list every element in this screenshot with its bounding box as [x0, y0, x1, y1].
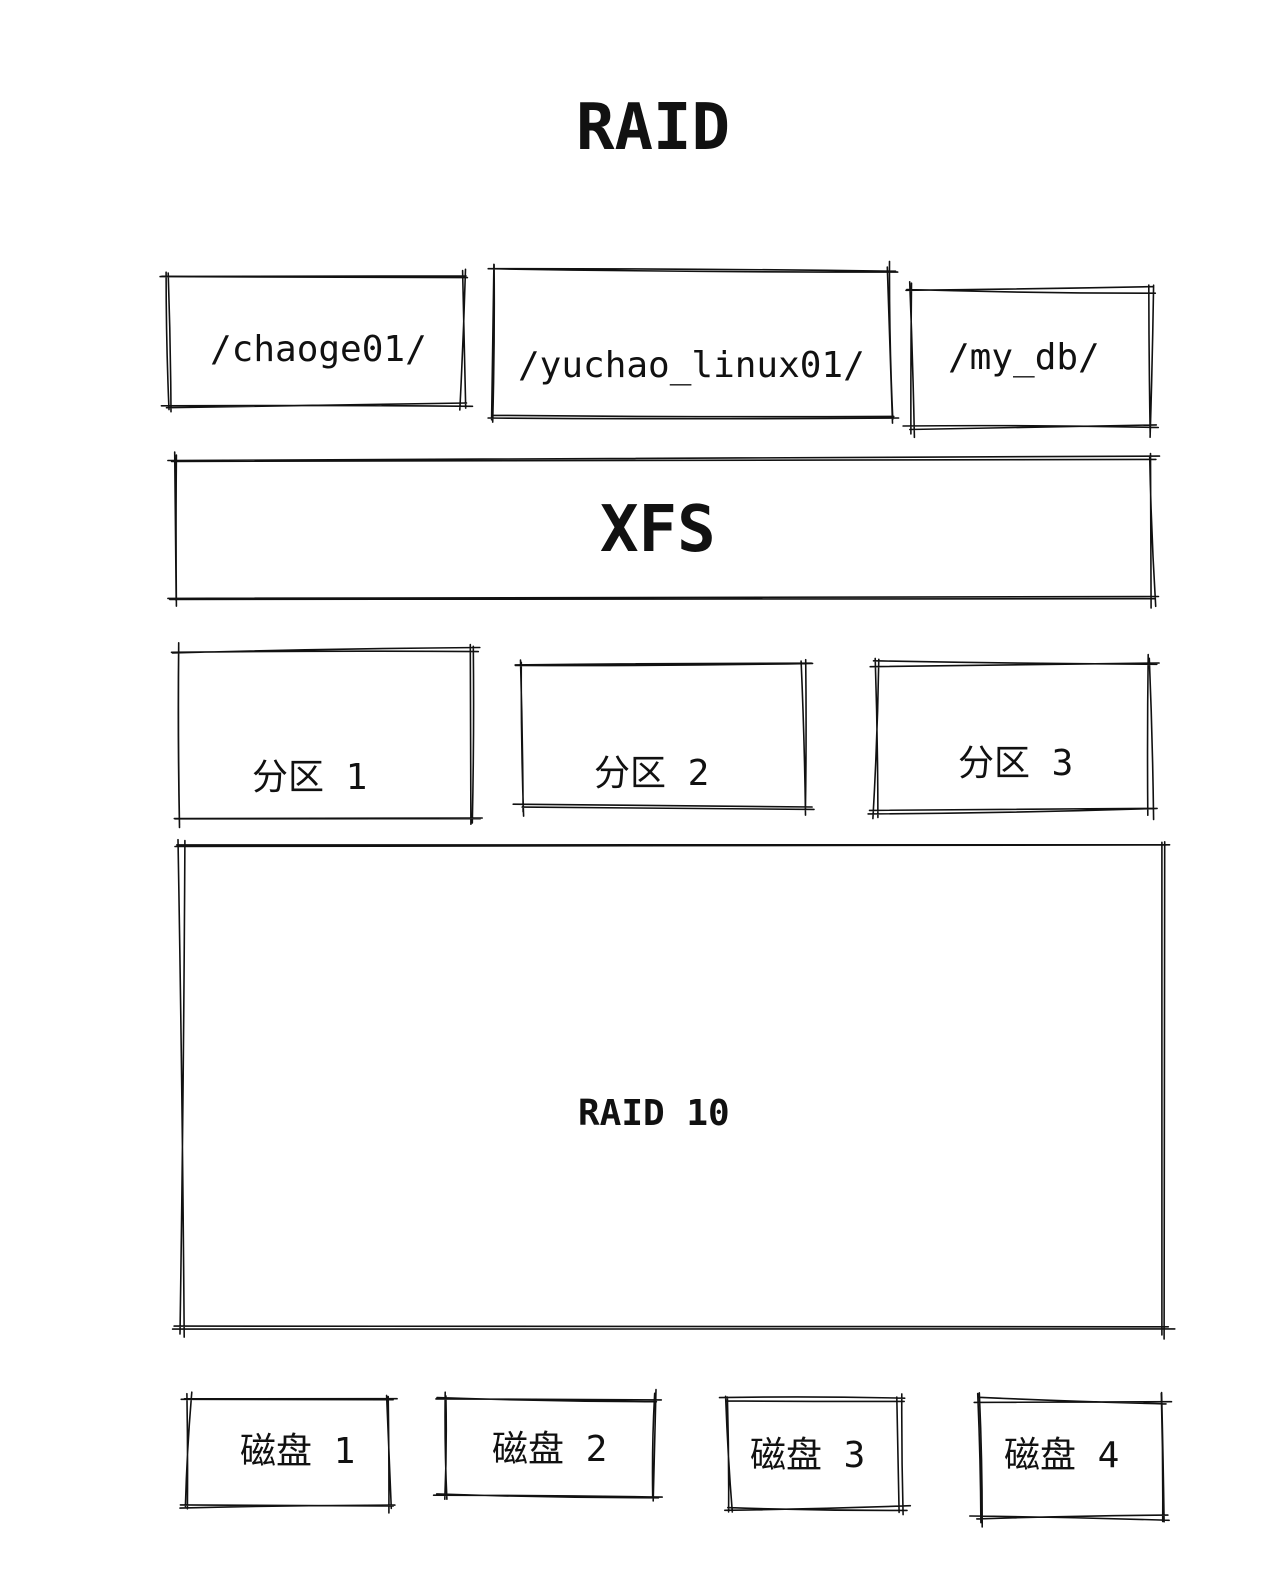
directory-chaoge01-box: [159, 268, 474, 413]
disk-1-label: 磁盘 1: [240, 1431, 356, 1472]
disk-2-label: 磁盘 2: [492, 1429, 608, 1470]
partition-3-label: 分区 3: [958, 743, 1074, 784]
disk-4-label: 磁盘 4: [1004, 1435, 1120, 1476]
disk-4-box: [969, 1391, 1173, 1528]
diagram-title: RAID: [575, 91, 731, 165]
filesystem-xfs-label: XFS: [600, 493, 716, 567]
disk-3-label: 磁盘 3: [750, 1435, 866, 1476]
partition-2-box: [512, 658, 815, 817]
raid10-box: [171, 838, 1176, 1340]
directory-my-db-label: /my_db/: [948, 337, 1100, 378]
disk-3-box: [718, 1393, 912, 1516]
disk-2-box: [432, 1388, 663, 1502]
raid10-label: RAID 10: [578, 1093, 730, 1134]
partition-1-label: 分区 1: [252, 757, 368, 798]
partition-1-box: [170, 642, 483, 829]
filesystem-xfs-box: [167, 451, 1161, 609]
directory-yuchao-linux01-box: [487, 260, 900, 424]
disk-1-box: [179, 1391, 398, 1514]
directory-yuchao-linux01-label: /yuchao_linux01/: [518, 345, 865, 386]
directory-chaoge01-label: /chaoge01/: [210, 329, 427, 370]
partition-2-label: 分区 2: [594, 753, 710, 794]
directory-my-db-box: [902, 281, 1160, 439]
partition-3-box: [867, 653, 1160, 821]
